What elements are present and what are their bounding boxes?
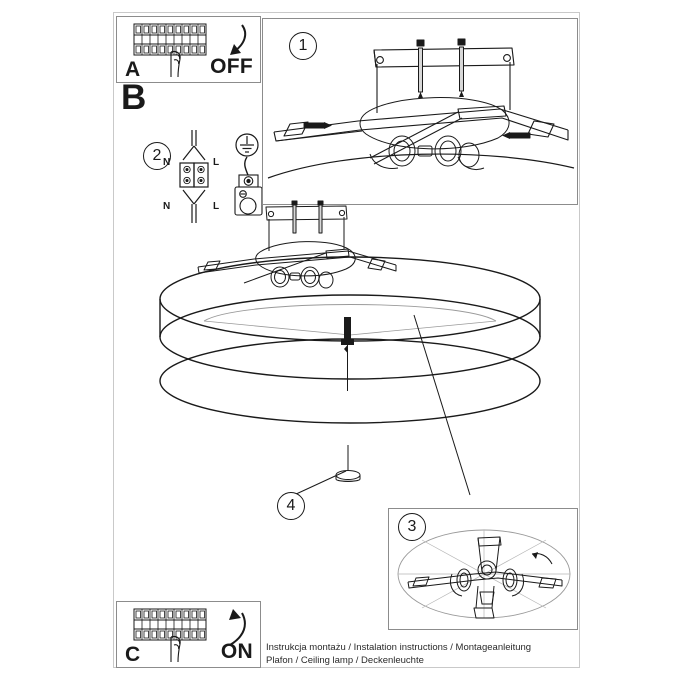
footer-line-1: Instrukcja montażu / Instalation instruc… [266, 642, 532, 653]
section-b-letter: B [121, 78, 147, 117]
wire-label-2: N [163, 201, 171, 212]
pointing-hand-icon [170, 635, 181, 663]
earth-terminal-block-icon [234, 174, 263, 216]
circuit-breaker-panel-icon [131, 606, 217, 669]
earth-ground-icon [235, 133, 259, 157]
wire-label-0: N [163, 157, 171, 168]
panel-a-action-label: OFF [210, 55, 253, 78]
terminal-block-wiring-icon: N L N L [163, 130, 273, 230]
wire-label-3: L [213, 201, 220, 212]
panel-a-breaker-off: A OFF [116, 16, 261, 83]
step-badge-3: 3 [398, 513, 426, 541]
panel-c-breaker-on: C ON [116, 601, 261, 668]
center-fixing-screw-icon [341, 317, 354, 391]
lamp-base-bottom-view-icon [392, 512, 576, 633]
page-border [113, 12, 580, 668]
panel-c-action-label: ON [220, 640, 253, 663]
diffuser-finial-icon [335, 445, 361, 482]
ceiling-bracket-assembly-icon [262, 18, 578, 210]
step-badge-1: 1 [289, 32, 317, 60]
footer-text-block: Instrukcja montażu / Instalation instruc… [266, 641, 566, 667]
step-badge-4: 4 [277, 492, 305, 520]
curved-arrow-up-icon [208, 605, 252, 654]
pointing-hand-icon [170, 50, 181, 78]
panel-c-letter: C [125, 643, 141, 666]
curved-arrow-down-icon [208, 20, 252, 69]
panel-a-letter: A [125, 58, 141, 81]
wire-label-1: L [213, 157, 220, 168]
circuit-breaker-panel-icon [131, 21, 217, 84]
main-lamp-illustration [140, 195, 560, 520]
footer-line-2: Plafon / Ceiling lamp / Deckenleuchte [266, 655, 424, 666]
step-badge-2: 2 [143, 142, 171, 170]
